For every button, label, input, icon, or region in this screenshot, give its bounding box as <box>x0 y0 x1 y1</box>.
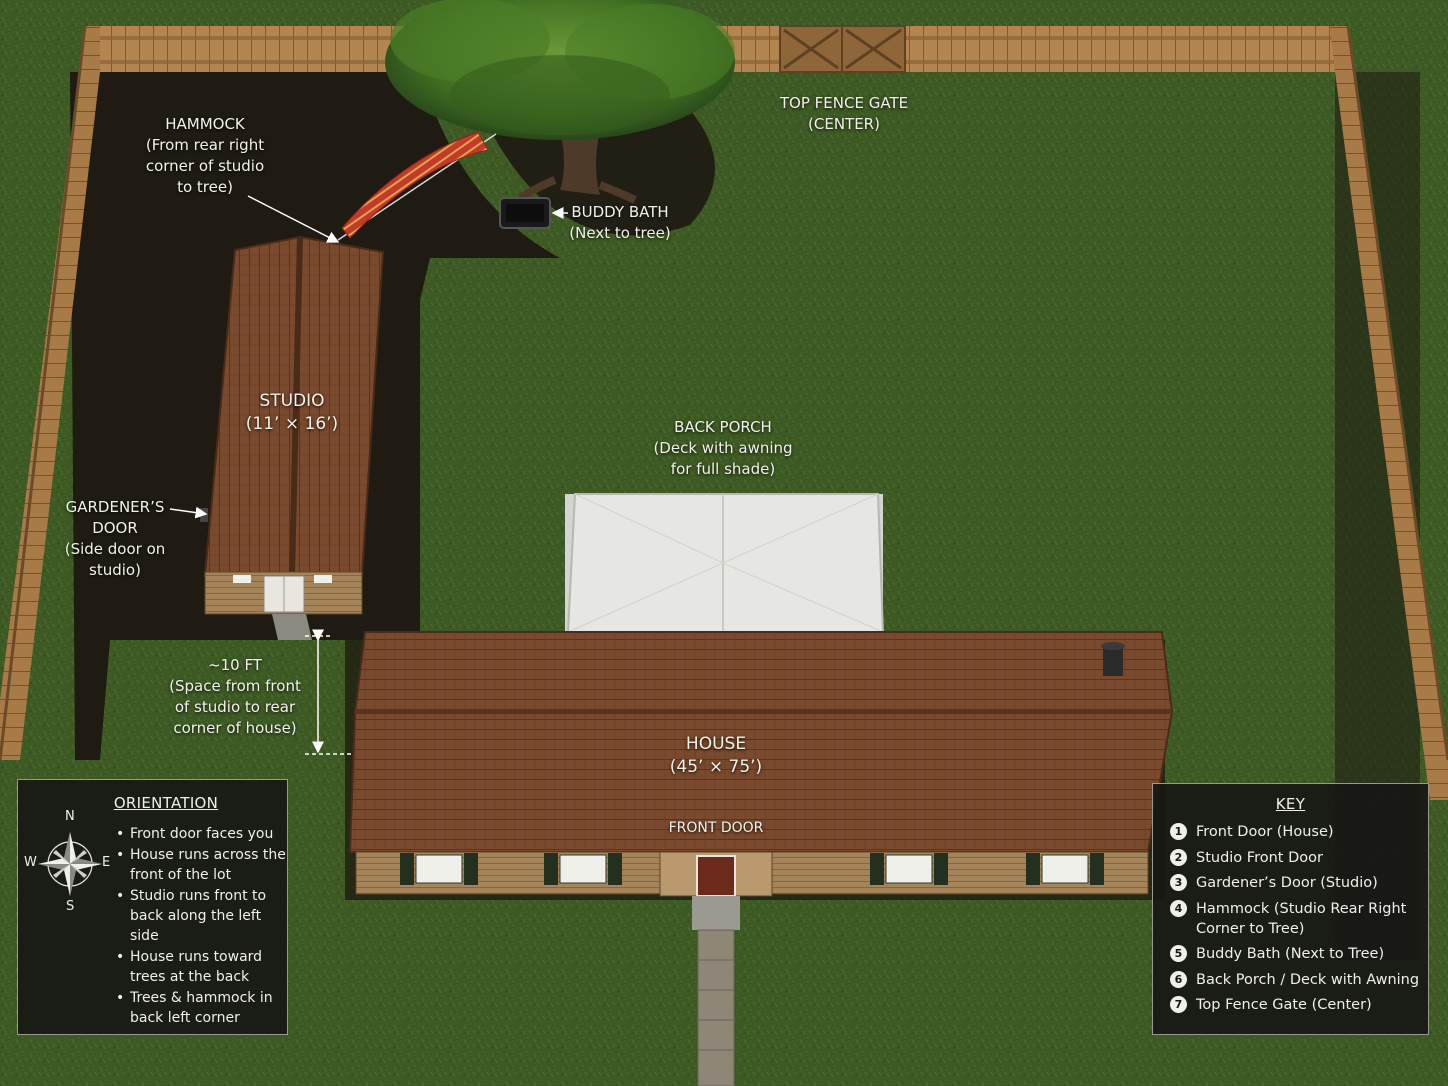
top-gate-label: TOP FENCE GATE(CENTER) <box>779 94 909 133</box>
key-item: 7 Top Fence Gate (Center) <box>1170 995 1420 1015</box>
key-item: 2 Studio Front Door <box>1170 848 1420 868</box>
key-list: 1 Front Door (House) 2 Studio Front Door 3… <box>1170 822 1420 1021</box>
orientation-list: Front door faces you House runs across t… <box>114 824 292 1029</box>
key-item: 5 Buddy Bath (Next to Tree) <box>1170 944 1420 964</box>
key-number-badge: 2 <box>1170 848 1187 866</box>
back-porch <box>565 493 885 634</box>
front-walkway <box>697 929 735 1086</box>
orientation-item: Studio runs front to back along the left… <box>114 886 292 946</box>
key-item-text: Top Fence Gate (Center) <box>1196 997 1372 1013</box>
key-item-text: Gardener’s Door (Studio) <box>1196 875 1378 891</box>
compass-rose-icon <box>38 832 102 896</box>
key-item-text: Hammock (Studio Rear Right Corner to Tre… <box>1196 900 1407 937</box>
studio <box>200 235 385 640</box>
key-number-badge: 6 <box>1170 970 1187 988</box>
key-number-badge: 7 <box>1170 996 1187 1013</box>
right-mulch-strip <box>1335 72 1420 960</box>
house-label: HOUSE(45’ × 75’) <box>669 734 763 777</box>
gardeners-door-pointer <box>169 506 208 519</box>
key-item-text: Back Porch / Deck with Awning <box>1196 971 1420 988</box>
key-item: 3 Gardener’s Door (Studio) <box>1170 873 1420 893</box>
studio-label: STUDIO(11’ × 16’) <box>245 391 339 434</box>
orientation-item: House runs across the front of the lot <box>114 845 292 885</box>
compass-s: S <box>66 899 75 914</box>
compass-n: N <box>65 809 75 824</box>
orientation-title: ORIENTATION <box>113 794 219 812</box>
key-title: KEY <box>1275 795 1306 813</box>
left-fence <box>0 26 100 760</box>
key-number-badge: 1 <box>1170 823 1187 840</box>
key-item-text: Studio Front Door <box>1196 849 1323 866</box>
hammock <box>341 131 489 239</box>
orientation-panel: ORIENTATION N S W E Front door faces you… <box>17 779 288 1035</box>
key-number-badge: 3 <box>1170 874 1187 891</box>
top-fence-gate <box>779 25 906 73</box>
house <box>348 631 1174 930</box>
compass: N S W E <box>24 809 114 914</box>
key-item-text: Buddy Bath (Next to Tree) <box>1196 946 1385 962</box>
key-item: 4 Hammock (Studio Rear Right Corner to Tr… <box>1170 899 1420 939</box>
key-item-text: Front Door (House) <box>1196 824 1334 840</box>
key-item: 6 Back Porch / Deck with Awning <box>1170 970 1420 990</box>
hammock-pointer <box>247 195 340 243</box>
front-door-label: FRONT DOOR <box>668 820 764 836</box>
buddy-bath <box>499 197 551 229</box>
key-panel: KEY 1 Front Door (House) 2 Studio Front Do… <box>1152 783 1429 1035</box>
buddy-bath-label: BUDDY BATH(Next to tree) <box>569 203 671 242</box>
compass-w: W <box>24 855 37 870</box>
key-number-badge: 5 <box>1170 945 1187 962</box>
compass-e: E <box>102 855 111 870</box>
orientation-item: Trees & hammock in back left corner <box>114 988 292 1028</box>
orientation-item: Front door faces you <box>114 824 292 844</box>
key-number-badge: 4 <box>1170 899 1187 917</box>
key-item: 1 Front Door (House) <box>1170 822 1420 842</box>
tree-mulch-bed <box>485 110 715 236</box>
tree <box>385 0 735 204</box>
right-fence <box>1330 26 1448 800</box>
orientation-item: House runs toward trees at the back <box>114 947 292 987</box>
